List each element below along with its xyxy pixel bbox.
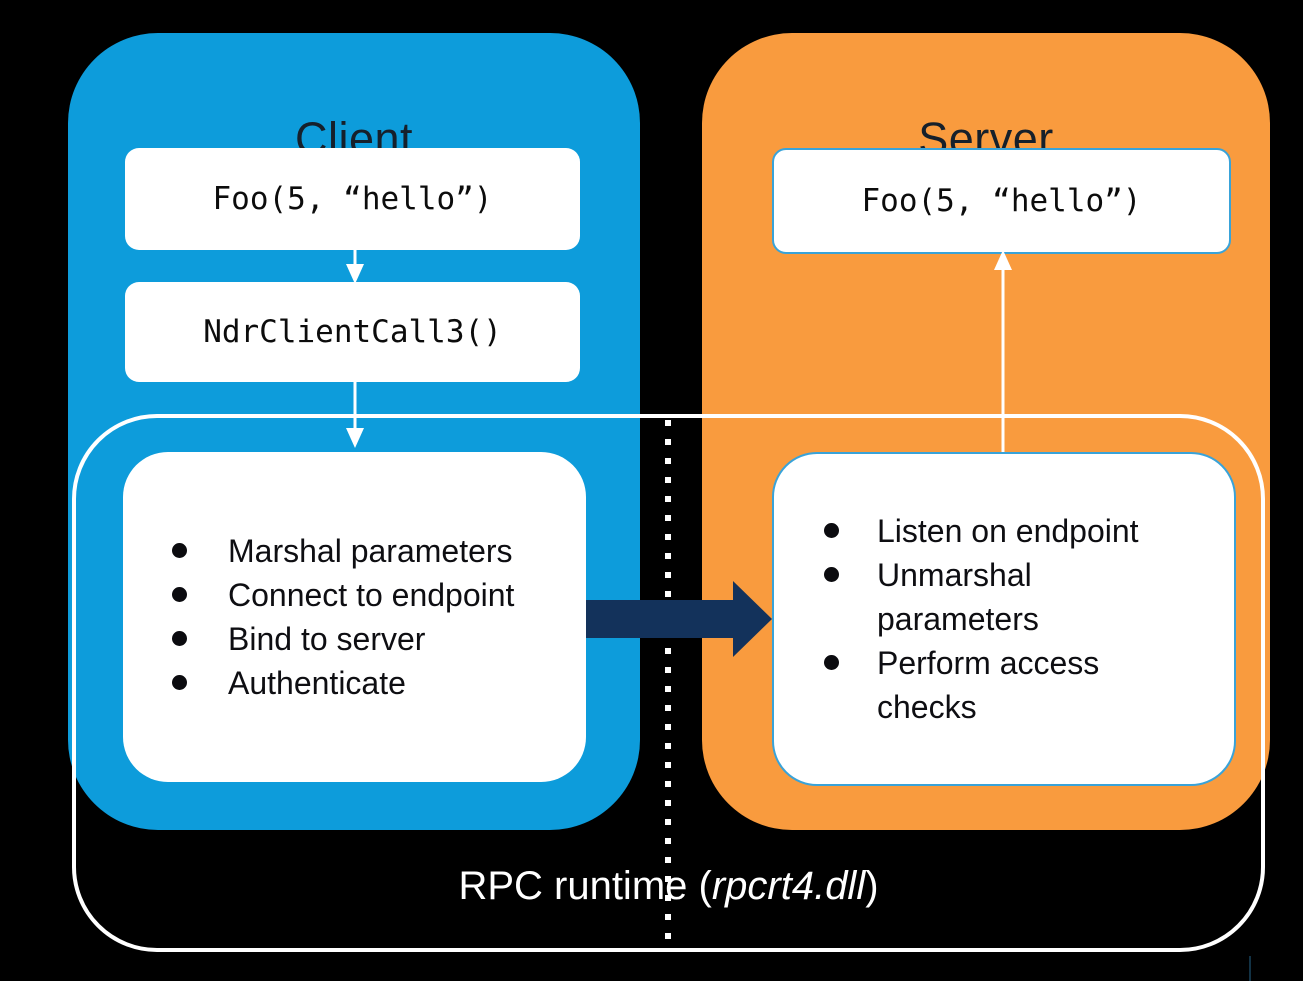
list-item: Connect to endpoint [172, 573, 586, 617]
client-stub-box: NdrClientCall3() [125, 282, 580, 382]
client-server-divider-dotted-line [665, 420, 671, 950]
list-item: Bind to server [172, 617, 586, 661]
rpc-runtime-label-suffix: ) [865, 864, 879, 908]
arrow-shaft [353, 382, 357, 430]
rpc-runtime-module-name: rpcrt4.dll [711, 864, 866, 908]
list-item: Authenticate [172, 661, 586, 705]
arrow-head [346, 264, 364, 284]
list-item: Perform access checks [824, 641, 1187, 729]
server-runtime-steps-list: Listen on endpoint Unmarshal parameters … [774, 454, 1234, 729]
client-runtime-steps-box: Marshal parameters Connect to endpoint B… [123, 452, 586, 782]
arrow-head [994, 250, 1012, 270]
server-call-box: Foo(5, “hello”) [772, 148, 1231, 254]
screenshot-artifact-line [1249, 956, 1251, 981]
server-runtime-steps-box: Listen on endpoint Unmarshal parameters … [772, 452, 1236, 786]
list-item: Unmarshal parameters [824, 553, 1187, 641]
client-runtime-steps-list: Marshal parameters Connect to endpoint B… [123, 452, 586, 705]
arrow-shaft [1001, 268, 1005, 452]
list-item: Marshal parameters [172, 529, 586, 573]
arrow-down-stub-to-runtime-icon [343, 382, 367, 448]
arrow-down-call-to-stub-icon [343, 250, 367, 284]
list-item: Listen on endpoint [824, 509, 1187, 553]
rpc-runtime-label-prefix: RPC runtime ( [458, 864, 712, 908]
arrow-head [346, 428, 364, 448]
arrow-shaft [353, 250, 357, 266]
request-arrow-right-icon [586, 581, 772, 657]
arrow-up-runtime-to-call-icon [991, 250, 1015, 452]
arrow-head [733, 581, 772, 657]
rpc-runtime-boundary [72, 414, 1265, 952]
client-call-box: Foo(5, “hello”) [125, 148, 580, 250]
rpc-runtime-label: RPC runtime (rpcrt4.dll) [72, 862, 1265, 910]
arrow-shaft [586, 600, 733, 638]
